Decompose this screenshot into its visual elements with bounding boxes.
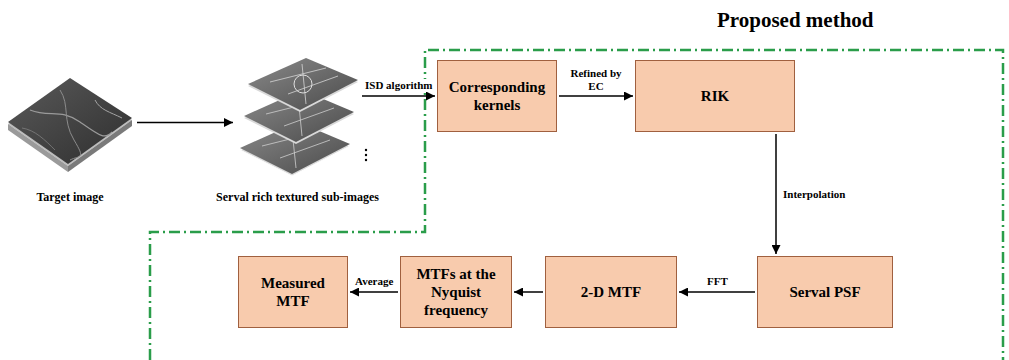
process-box: Corresponding kernels — [437, 60, 557, 132]
edge-label: ISD algorithm — [364, 79, 434, 92]
sub-images-picture — [240, 58, 367, 176]
flow-arrow — [362, 95, 435, 97]
box-label: RIK — [701, 87, 729, 105]
flow-arrow — [137, 122, 233, 124]
edge-label: Interpolation — [782, 188, 846, 201]
flow-arrow — [559, 95, 633, 97]
box-label: Corresponding kernels — [443, 78, 551, 114]
process-box: Measured MTF — [238, 256, 348, 328]
edge-label: Average — [354, 275, 394, 288]
edge-label: Refined by EC — [564, 67, 628, 92]
process-box: Serval PSF — [757, 256, 893, 328]
image-node: Serval rich textured sub-images — [235, 40, 360, 205]
image-caption: Serval rich textured sub-images — [216, 190, 379, 205]
image-node: Target image — [5, 55, 135, 205]
box-label: Measured MTF — [244, 274, 342, 310]
process-box: 2-D MTF — [545, 256, 677, 328]
region-outline — [150, 50, 1003, 360]
image-caption: Target image — [36, 190, 103, 205]
flow-arrow — [350, 291, 398, 293]
flow-arrow — [775, 134, 777, 254]
box-label: 2-D MTF — [581, 283, 641, 301]
box-label: MTFs at the Nyquist frequency — [406, 265, 506, 319]
flow-arrow — [679, 291, 755, 293]
process-box: MTFs at the Nyquist frequency — [400, 256, 512, 328]
box-label: Serval PSF — [789, 283, 860, 301]
flow-arrow — [514, 291, 543, 293]
diagram-title: Proposed method — [717, 8, 874, 33]
target-image-picture — [8, 78, 132, 172]
process-box: RIK — [635, 60, 795, 132]
edge-label: FFT — [706, 275, 729, 288]
